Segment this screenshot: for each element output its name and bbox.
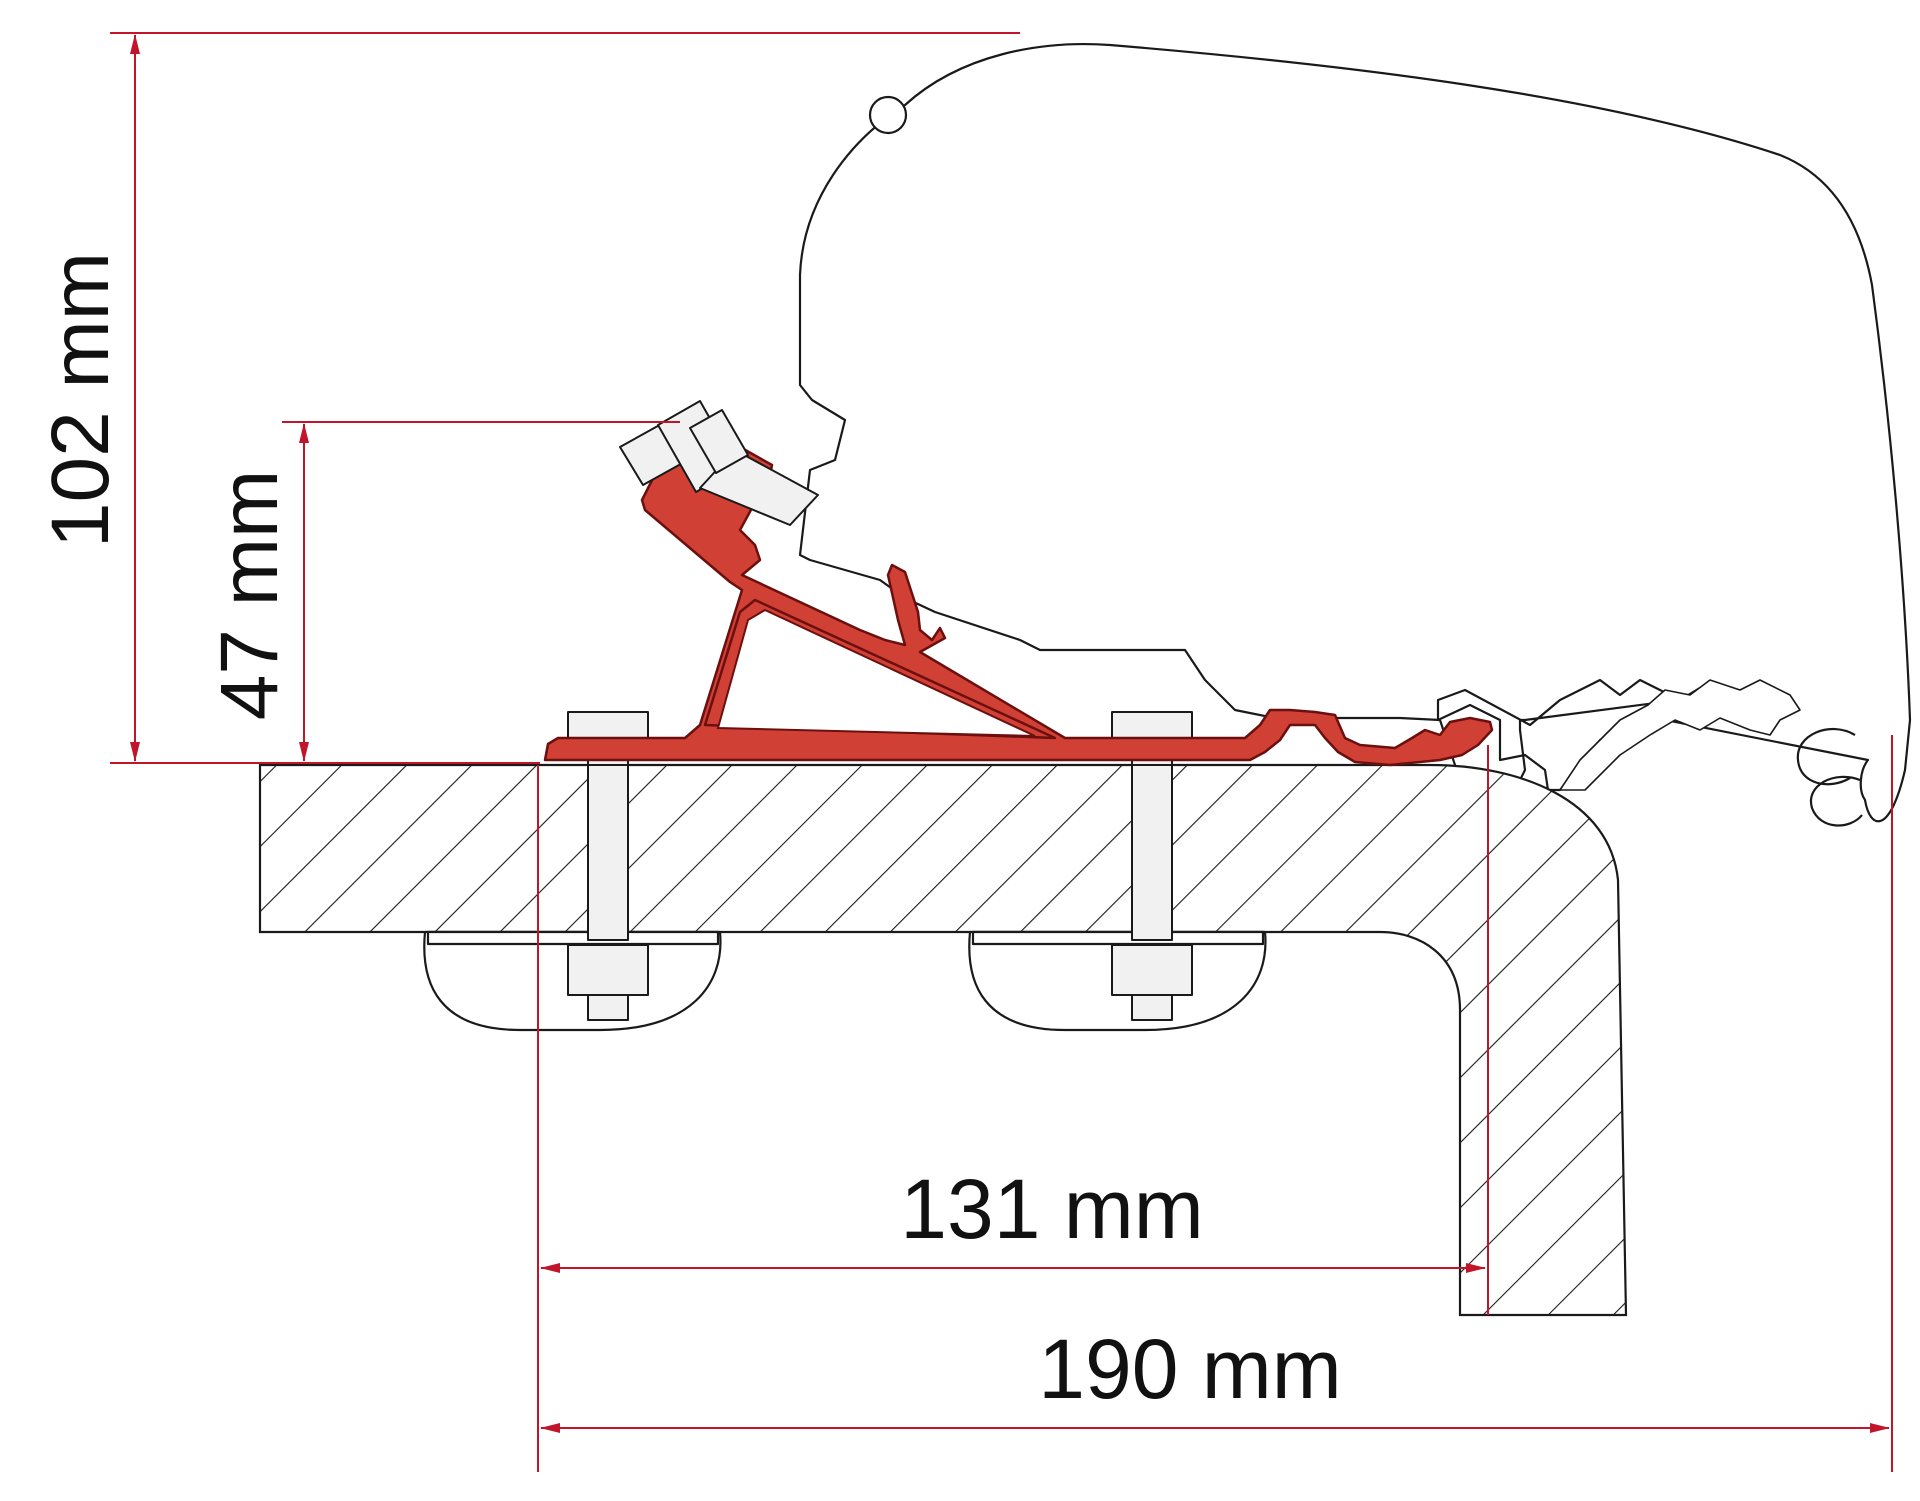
bracket-inner-edge bbox=[716, 608, 1036, 737]
dimension-bracket-height bbox=[282, 421, 680, 762]
clamp-plate-right bbox=[971, 930, 1265, 946]
dimension-total-height bbox=[110, 32, 1020, 764]
rail-hooks bbox=[1796, 727, 1863, 827]
awning-housing bbox=[798, 42, 1912, 823]
dimension-total-width bbox=[540, 735, 1893, 1472]
bracket-head-bolt bbox=[619, 400, 819, 526]
rail-profile bbox=[1559, 679, 1801, 791]
label-inner-width: 131 mm bbox=[900, 1162, 1203, 1256]
label-bracket-height: 47 mm bbox=[204, 470, 295, 721]
label-total-width: 190 mm bbox=[1038, 1322, 1341, 1416]
housing-bump bbox=[868, 95, 908, 135]
clamp-plate-left bbox=[426, 930, 720, 946]
label-total-height: 102 mm bbox=[35, 252, 126, 548]
dimension-inner-width bbox=[537, 745, 1489, 1472]
